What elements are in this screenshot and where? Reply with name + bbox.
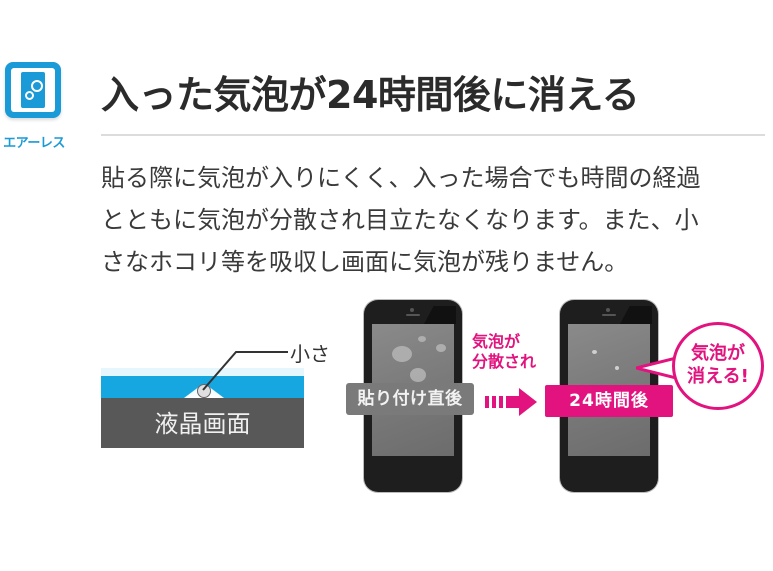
bubble-icon bbox=[410, 368, 426, 382]
description-line: さなホコリ等を吸収し画面に気泡が残りません。 bbox=[101, 248, 629, 276]
transition-label: 気泡が 分散され bbox=[472, 332, 536, 372]
small-bubble-label: 小さ bbox=[290, 342, 330, 366]
description-line: とともに気泡が分散され目立たなくなります。また、小 bbox=[101, 206, 699, 234]
transition-label-line: 分散され bbox=[472, 352, 537, 371]
air-bubble-icon bbox=[197, 384, 211, 398]
description-line: 貼る際に気泡が入りにくく、入った場合でも時間の経過 bbox=[101, 164, 701, 192]
airless-feature-icon bbox=[5, 62, 61, 118]
bubble-icon-small bbox=[25, 91, 34, 100]
bubble-icon bbox=[615, 366, 619, 370]
speech-line: 気泡が bbox=[691, 343, 745, 364]
bubble-icon bbox=[418, 336, 426, 342]
lcd-panel: 液晶画面 bbox=[101, 398, 304, 448]
transition-label-line: 気泡が bbox=[472, 332, 521, 351]
speaker-icon bbox=[602, 314, 616, 316]
description: 貼る際に気泡が入りにくく、入った場合でも時間の経過 とともに気泡が分散され目立た… bbox=[101, 157, 766, 283]
lcd-cross-section-diagram: 液晶画面 bbox=[101, 368, 304, 448]
phone-gloss bbox=[424, 306, 456, 324]
speech-line: 消える! bbox=[687, 366, 749, 387]
icon-frame bbox=[11, 68, 55, 112]
feature-label: エアーレス bbox=[3, 136, 65, 151]
bubble-icon bbox=[392, 346, 412, 362]
after-tag: 24時間後 bbox=[545, 385, 673, 417]
speaker-icon bbox=[406, 314, 420, 316]
page-title: 入った気泡が24時間後に消える bbox=[101, 73, 640, 117]
camera-icon bbox=[410, 308, 414, 312]
camera-icon bbox=[606, 308, 610, 312]
bubble-icon-large bbox=[31, 80, 43, 92]
phone-gloss bbox=[620, 306, 652, 324]
bubble-icon bbox=[592, 350, 597, 354]
arrow-right-icon bbox=[485, 388, 537, 416]
film-top-layer bbox=[101, 368, 304, 376]
before-tag: 貼り付け直後 bbox=[346, 383, 474, 415]
speech-bubble: 気泡が 消える! bbox=[672, 322, 764, 410]
title-divider bbox=[101, 134, 765, 136]
bubble-icon bbox=[436, 344, 446, 352]
phone-screen-icon bbox=[21, 72, 45, 108]
